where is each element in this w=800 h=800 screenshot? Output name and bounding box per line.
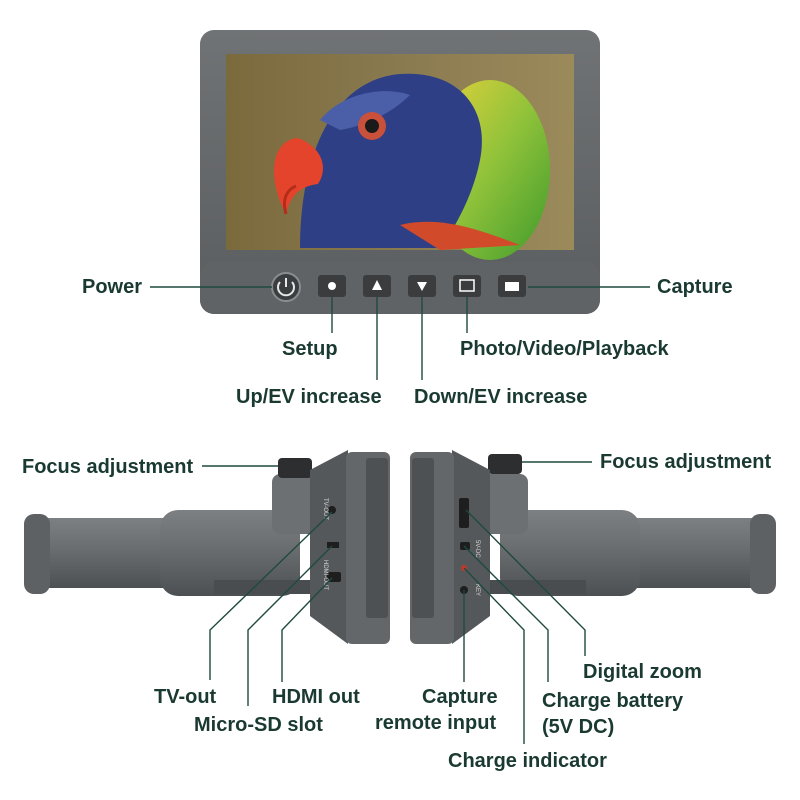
triangle-down-icon: [417, 282, 427, 291]
monitor-front: [200, 30, 600, 314]
mode-icon: [459, 279, 475, 292]
dc-port: [460, 542, 470, 550]
label-micro-sd: Micro-SD slot: [194, 714, 323, 736]
label-charge-battery-1: Charge battery: [542, 690, 684, 712]
right-grip: [500, 510, 640, 596]
label-tv-out: TV-out: [154, 686, 217, 708]
label-focus-left: Focus adjustment: [22, 456, 194, 478]
label-hdmi-out: HDMI out: [272, 686, 360, 708]
label-up-ev: Up/EV increase: [236, 386, 382, 408]
leader-charge-indicator: [463, 567, 525, 744]
leader-tv-out: [209, 511, 333, 680]
label-setup: Setup: [282, 338, 338, 360]
power-icon: [277, 281, 295, 297]
leader-micro-sd: [247, 545, 333, 706]
key-port-text: KEY: [474, 584, 480, 596]
right-focus-column: [482, 474, 528, 534]
label-capture: Capture: [657, 276, 733, 298]
hdmi-port-text: HDMI-OUT: [322, 560, 328, 590]
left-grip: [160, 510, 300, 596]
label-focus-right: Focus adjustment: [600, 451, 772, 473]
label-down-ev: Down/EV increase: [414, 386, 588, 408]
label-charge-indicator: Charge indicator: [448, 750, 607, 772]
leader-charge-battery: [463, 545, 549, 682]
camera-icon: [505, 282, 519, 291]
left-focus-column: [272, 474, 318, 534]
tv-out-port-text: TV-OUT: [322, 498, 328, 520]
gear-icon: [328, 282, 336, 290]
button-bar: [200, 262, 600, 314]
zoom-rocker: [459, 498, 469, 528]
device-left-side: TV-OUT HDMI-OUT: [24, 450, 390, 644]
dc-port-text: 5V-DC: [474, 540, 480, 558]
micro-sd-slot: [327, 542, 339, 548]
label-capture-remote-1: Capture: [422, 686, 498, 708]
label-photo-video-playback: Photo/Video/Playback: [460, 338, 669, 360]
tv-out-port: [328, 506, 336, 514]
right-focus-knob: [488, 454, 522, 474]
parrot-image: [226, 54, 574, 260]
label-capture-remote-2: remote input: [375, 712, 497, 734]
label-digital-zoom: Digital zoom: [583, 661, 702, 683]
leader-digital-zoom: [465, 509, 586, 656]
leader-hdmi: [281, 577, 333, 682]
mode-button: [453, 275, 481, 297]
label-charge-battery-2: (5V DC): [542, 716, 615, 738]
right-eyepiece-rim: [750, 514, 776, 594]
label-power: Power: [82, 276, 143, 298]
leader-lines: [150, 286, 650, 744]
left-eyepiece-rim: [24, 514, 50, 594]
left-focus-knob: [278, 458, 312, 478]
device-right-side: 5V-DC KEY: [410, 450, 776, 644]
right-monitor-edge: [452, 450, 490, 644]
triangle-up-icon: [372, 280, 382, 290]
